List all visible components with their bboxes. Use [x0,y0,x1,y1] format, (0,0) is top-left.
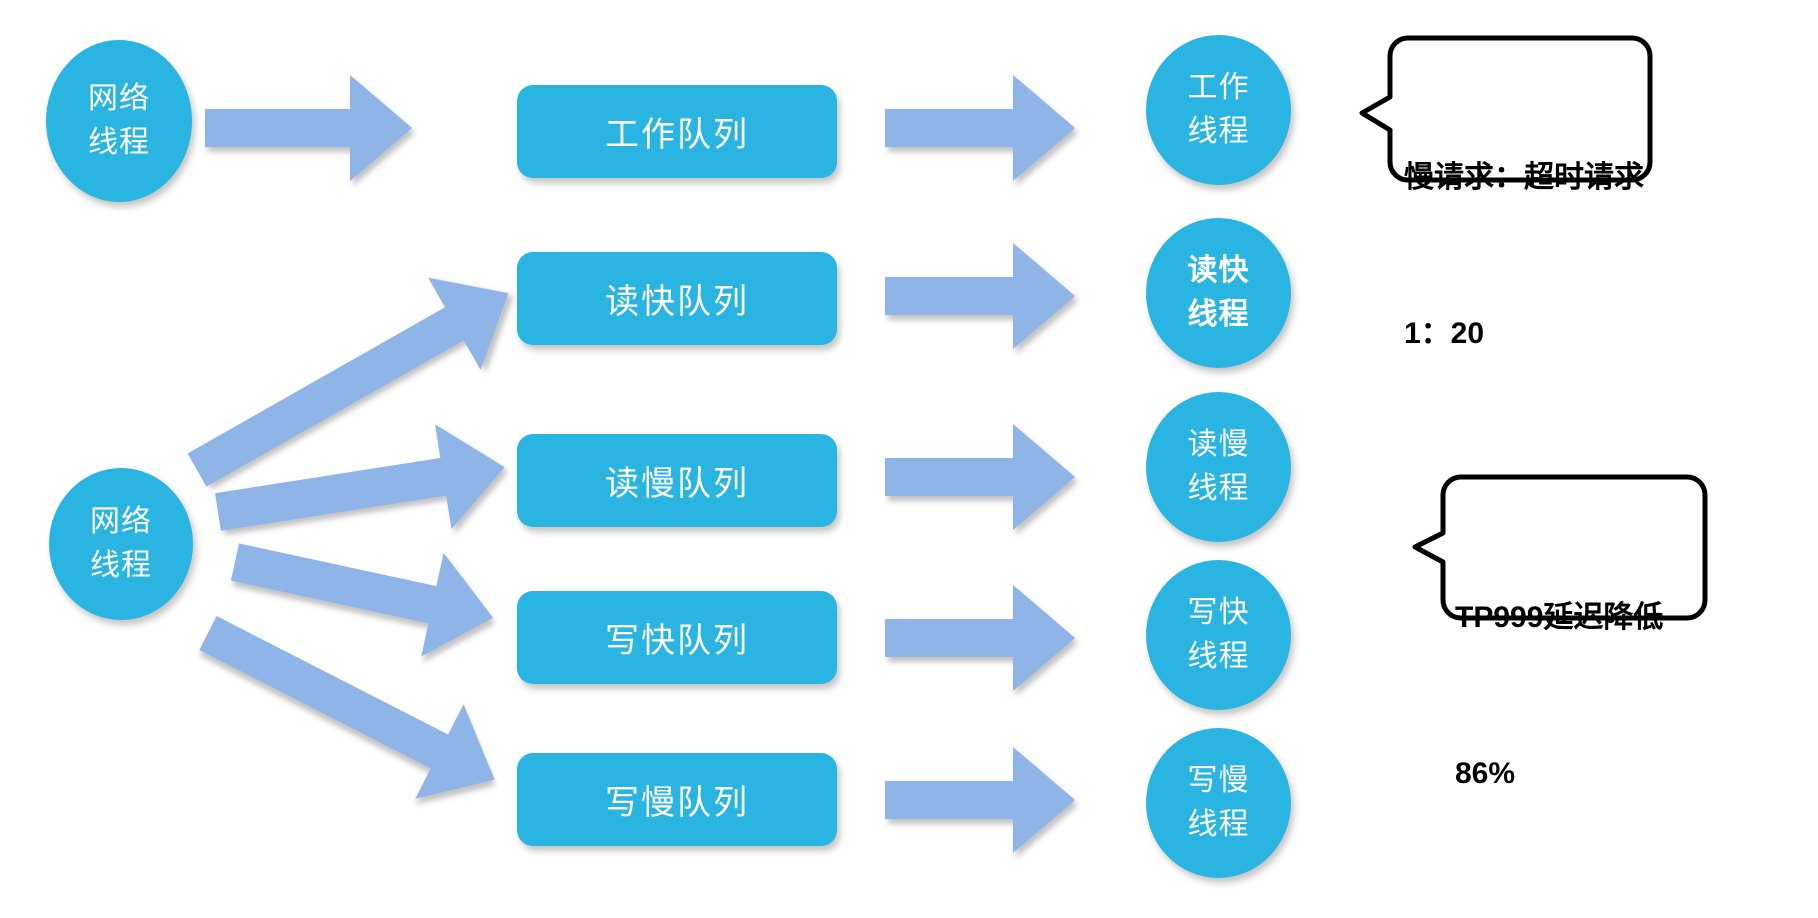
queue-label: 读快队列 [605,283,749,321]
node-label-line: 读快 [1187,254,1250,287]
write-slow-queue-node: 写慢队列 [517,753,837,846]
node-label-line: 工作 [1187,71,1250,104]
write-fast-queue-node: 写快队列 [517,591,837,684]
work-thread-node: 工作 线程 [1146,35,1291,185]
arrow-net2-to-write-slow-queue [199,616,495,799]
read-fast-queue-node: 读快队列 [517,252,837,345]
arrow-write-fast-queue-to-thread [885,585,1075,691]
work-queue-node: 工作队列 [517,85,837,178]
node-label-line: 读慢 [1187,428,1250,461]
callout-bubble-tp999 [1412,474,1708,621]
callout-line: 1：20 [1404,317,1485,350]
read-slow-thread-node: 读慢 线程 [1146,392,1291,542]
arrow-work-queue-to-thread [885,75,1075,181]
node-label-line: 网络 [90,505,152,538]
node-label-line: 线程 [1187,640,1250,673]
arrow-net2-to-read-fast-queue [187,277,509,487]
queue-label: 写慢队列 [605,784,749,822]
write-slow-thread-node: 写慢 线程 [1146,728,1291,878]
queue-label: 工作队列 [605,116,749,154]
callout-line: 慢请求：超时请求 [1404,161,1644,194]
arrow-read-slow-queue-to-thread [885,424,1075,530]
node-label-line: 线程 [1187,298,1250,331]
arrow-net1-to-work-queue [205,75,412,181]
arrow-write-slow-queue-to-thread [885,747,1075,853]
node-label-line: 线程 [1187,472,1250,505]
read-fast-thread-node: 读快 线程 [1146,218,1291,368]
callout-line: 86% [1455,757,1516,790]
callout-text-slow-request: 慢请求：超时请求 1：20 [1404,48,1644,412]
node-label-line: 写慢 [1187,764,1250,797]
callout-bubble-slow-request [1359,35,1653,183]
node-label-line: 线程 [88,126,150,159]
queue-label: 读慢队列 [605,465,749,503]
node-label-line: 线程 [90,549,152,582]
node-label-line: 线程 [1187,808,1250,841]
arrow-net2-to-read-slow-queue [215,424,505,531]
node-label-line: 线程 [1187,115,1250,148]
callout-text-tp999: TP999延迟降低 86% [1455,488,1663,852]
network-thread-node-bottom: 网络 线程 [49,468,193,620]
write-fast-thread-node: 写快 线程 [1146,560,1291,710]
node-label-line: 写快 [1187,596,1250,629]
arrow-net2-to-write-fast-queue [230,543,494,657]
arrow-read-fast-queue-to-thread [885,243,1075,349]
node-label-line: 网络 [88,82,150,115]
read-slow-queue-node: 读慢队列 [517,434,837,527]
network-thread-node-top: 网络 线程 [46,40,192,202]
queue-label: 写快队列 [605,622,749,660]
callout-line: TP999延迟降低 [1455,601,1664,634]
